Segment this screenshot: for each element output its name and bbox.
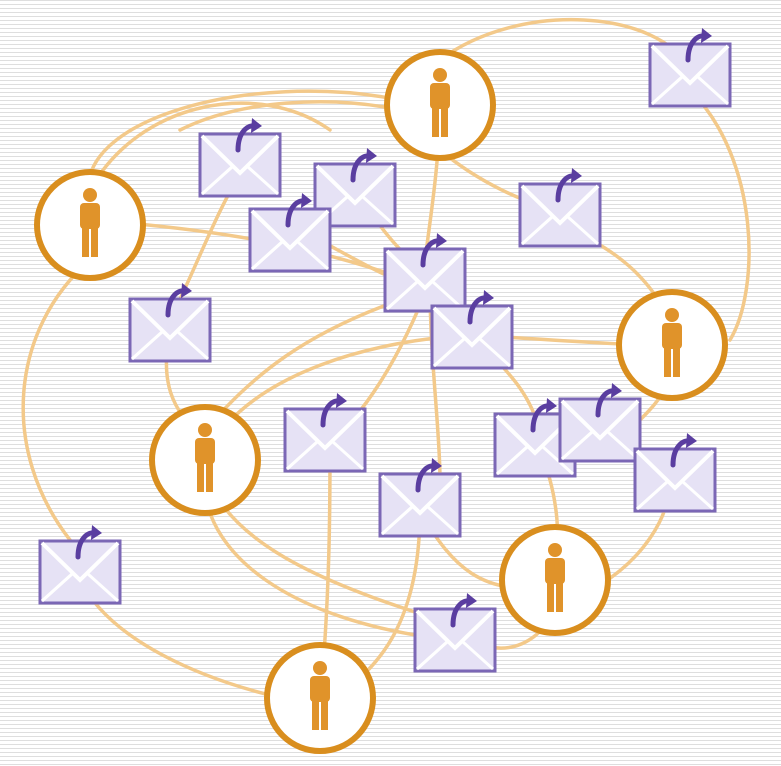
- envelope-icon: [430, 290, 514, 370]
- envelope-icon: [283, 393, 367, 473]
- connection-line: [688, 88, 751, 342]
- curved-arrow-icon: [415, 458, 442, 493]
- envelope-icon: [633, 433, 717, 513]
- envelope-icon: [383, 233, 467, 313]
- curved-arrow-icon: [320, 393, 347, 428]
- person-icon: [149, 404, 261, 516]
- curved-arrow-icon: [420, 233, 447, 268]
- curved-arrow-icon: [670, 433, 697, 468]
- envelope-icon: [518, 168, 602, 248]
- envelope-icon: [378, 458, 462, 538]
- curved-arrow-icon: [555, 168, 582, 203]
- curved-arrow-icon: [450, 593, 477, 628]
- envelope-nodes: [38, 28, 732, 673]
- curved-arrow-icon: [467, 290, 494, 325]
- connection-line: [88, 101, 332, 192]
- envelope-icon: [648, 28, 732, 108]
- envelope-icon: [413, 593, 497, 673]
- curved-arrow-icon: [350, 148, 377, 183]
- curved-arrow-icon: [595, 383, 622, 418]
- envelope-icon: [38, 525, 122, 605]
- connection-line: [21, 258, 92, 542]
- curved-arrow-icon: [530, 398, 557, 433]
- connection-line: [178, 100, 402, 132]
- envelope-icon: [128, 283, 212, 363]
- person-icon: [616, 289, 728, 401]
- envelope-icon: [248, 193, 332, 273]
- person-nodes: [34, 49, 728, 754]
- curved-arrow-icon: [165, 283, 192, 318]
- person-icon: [384, 49, 496, 161]
- curved-arrow-icon: [685, 28, 712, 63]
- envelope-icon: [198, 118, 282, 198]
- curved-arrow-icon: [75, 525, 102, 560]
- person-icon: [264, 642, 376, 754]
- curved-arrow-icon: [285, 193, 312, 228]
- envelope-icon: [558, 383, 642, 463]
- person-icon: [499, 524, 611, 636]
- curved-arrow-icon: [235, 118, 262, 153]
- person-icon: [34, 169, 146, 281]
